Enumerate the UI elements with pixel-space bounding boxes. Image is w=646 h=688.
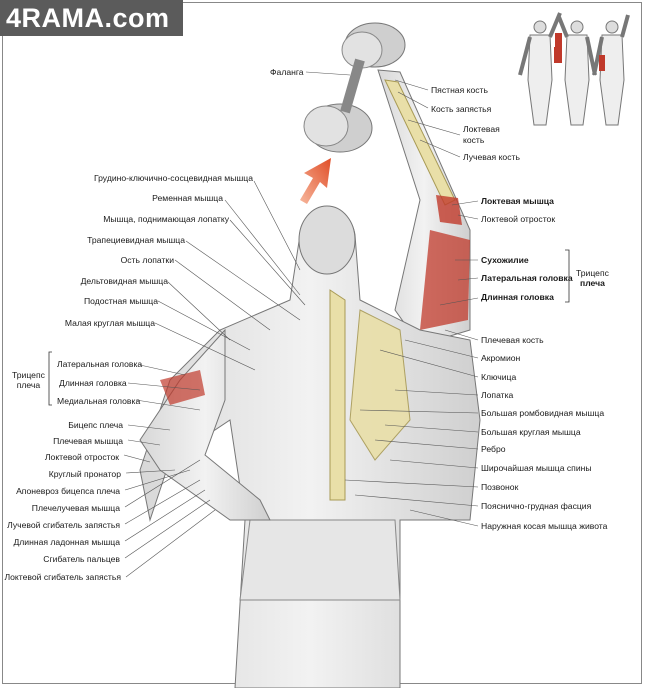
label-trapezius: Трапециевидная мышца: [87, 235, 185, 245]
label-radius: Лучевая кость: [463, 152, 520, 162]
label-medial-head-left: Медиальная головка: [57, 396, 141, 406]
label-rib: Ребро: [481, 444, 506, 454]
label-thoracolumbar-fascia: Пояснично-грудная фасция: [481, 501, 592, 511]
label-flexor-carpi-radialis: Лучевой сгибатель запястья: [7, 520, 120, 530]
label-ulna-line1: Локтевая: [463, 124, 500, 134]
site-logo[interactable]: 4RAMA.com: [0, 0, 183, 36]
label-teres-major: Большая круглая мышца: [481, 427, 581, 437]
label-palmaris-longus: Длинная ладонная мышца: [13, 537, 120, 547]
label-metacarpal: Пястная кость: [431, 85, 488, 95]
leader-lines-left: [123, 180, 306, 578]
label-brachialis: Плечевая мышца: [53, 436, 123, 446]
label-acromion: Акромион: [481, 353, 521, 363]
label-phalanx: Фаланга: [270, 67, 304, 77]
label-deltoid: Дельтовидная мышца: [80, 276, 168, 286]
label-humerus: Плечевая кость: [481, 335, 544, 345]
label-scapula: Лопатка: [481, 390, 514, 400]
label-pronator-teres: Круглый пронатор: [48, 469, 121, 479]
label-olecranon-left: Локтевой отросток: [44, 452, 119, 462]
label-lateral-head-left: Латеральная головка: [57, 359, 143, 369]
label-vertebra: Позвонок: [481, 482, 519, 492]
label-rhomboid-major: Большая ромбовидная мышца: [481, 408, 605, 418]
label-carpal: Кость запястья: [431, 104, 492, 114]
label-lateral-head-right: Латеральная головка: [481, 273, 573, 283]
label-flexor-carpi-ulnaris: Локтевой сгибатель запястья: [4, 572, 121, 582]
label-finger-flexors: Сгибатель пальцев: [43, 554, 120, 564]
bent-arm: [139, 328, 271, 521]
up-arrow-icon: [300, 158, 331, 204]
label-tendon: Сухожилие: [481, 255, 529, 265]
triceps-brackets: [48, 249, 570, 406]
leader-lines-right: [305, 71, 479, 527]
label-scapular-spine: Ость лопатки: [120, 255, 174, 265]
label-long-head-right: Длинная головка: [481, 292, 554, 302]
label-splenius: Ременная мышца: [152, 193, 223, 203]
label-infraspinatus: Подостная мышца: [83, 296, 158, 306]
label-ulna-line2: кость: [463, 135, 485, 145]
dumbbell: [303, 22, 406, 153]
label-teres-minor: Малая круглая мышца: [64, 318, 155, 328]
label-anconeus: Локтевая мышца: [481, 196, 554, 206]
raised-arm: [377, 69, 471, 346]
label-triceps-left: Трицепс плеча: [12, 370, 45, 390]
reference-figures: [518, 12, 630, 126]
label-bicipital-aponeurosis: Апоневроз бицепса плеча: [16, 486, 120, 496]
label-latissimus-dorsi: Широчайшая мышца спины: [481, 463, 592, 473]
label-long-head-left: Длинная головка: [59, 378, 127, 388]
label-external-oblique: Наружная косая мышца живота: [481, 521, 608, 531]
label-olecranon-right: Локтевой отросток: [481, 214, 556, 224]
label-biceps: Бицепс плеча: [68, 420, 123, 430]
label-levator-scapulae: Мышца, поднимающая лопатку: [103, 214, 229, 224]
label-sternocleidomastoid: Грудино-ключично-сосцевидная мышца: [93, 173, 253, 183]
label-brachioradialis: Плечелучевая мышца: [31, 503, 120, 513]
label-triceps-right: Трицепс плеча: [576, 268, 609, 288]
label-clavicle: Ключица: [481, 372, 517, 382]
